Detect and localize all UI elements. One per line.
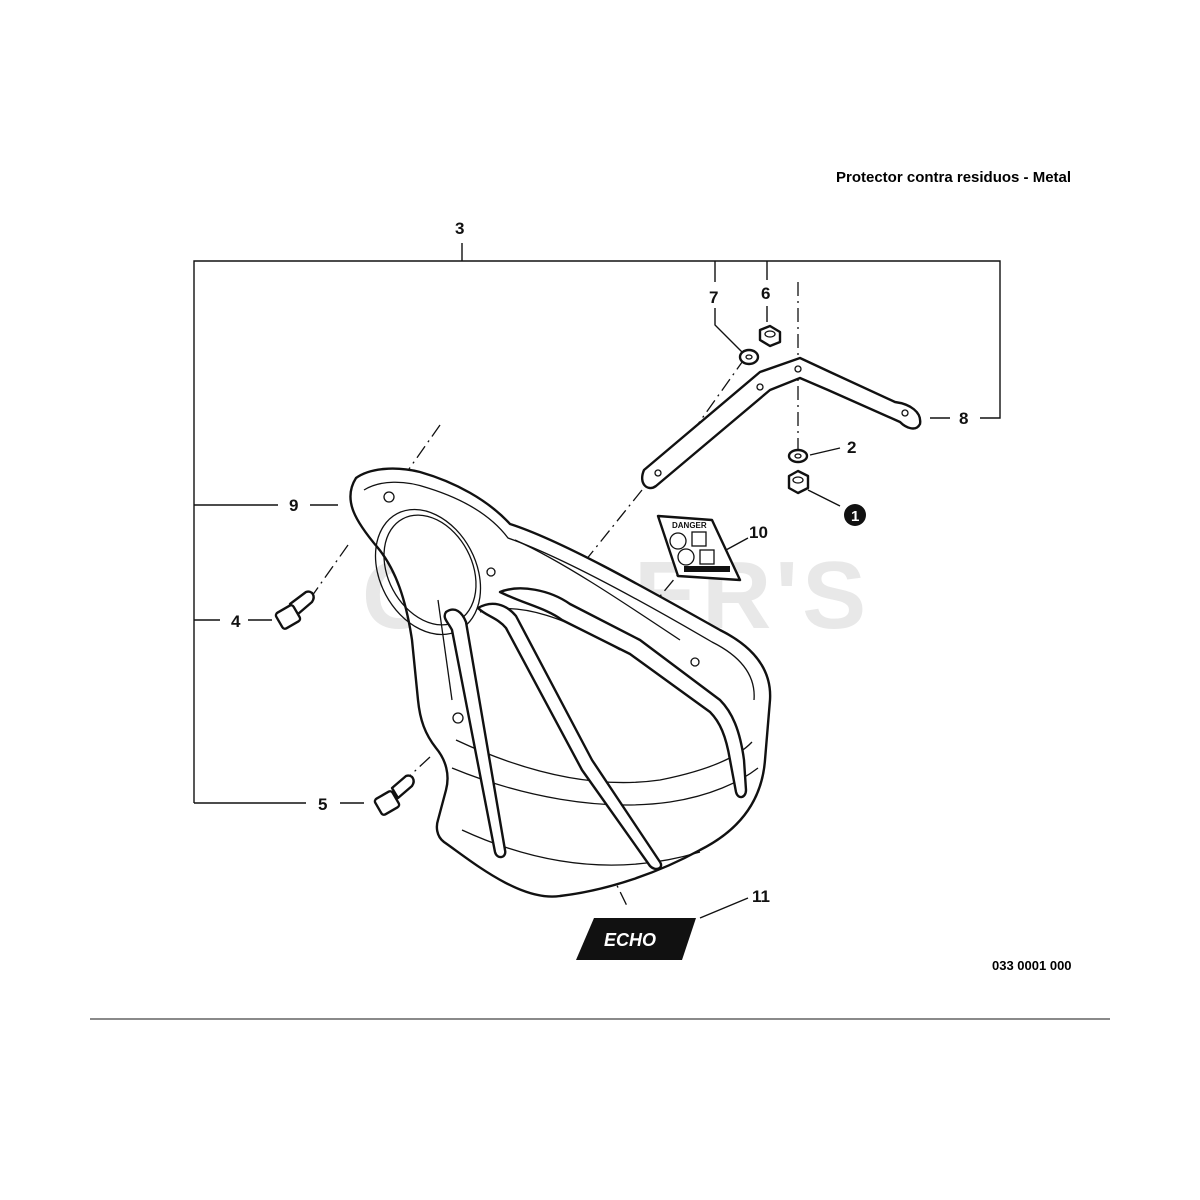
washer-part-2 bbox=[787, 448, 809, 464]
callout-4: 4 bbox=[231, 612, 241, 631]
page-header: Protector contra residuos - Metal bbox=[836, 167, 1126, 189]
callout-5: 5 bbox=[318, 795, 327, 814]
callout-7: 7 bbox=[709, 288, 718, 307]
echo-decal: ECHO bbox=[576, 918, 696, 960]
danger-decal: DANGER bbox=[656, 514, 742, 582]
nut-part-6 bbox=[758, 324, 782, 348]
callout-1-badge bbox=[844, 504, 866, 526]
callout-1: 1 bbox=[851, 508, 859, 525]
callout-2: 2 bbox=[847, 438, 856, 457]
callout-6: 6 bbox=[761, 284, 770, 303]
bolt-part-4 bbox=[274, 590, 315, 630]
callout-8: 8 bbox=[959, 409, 968, 428]
echo-decal-text: ECHO bbox=[604, 930, 656, 950]
danger-decal-heading: DANGER bbox=[672, 521, 707, 530]
debris-shield bbox=[349, 467, 772, 898]
washer-part-7 bbox=[738, 348, 760, 366]
callout-10: 10 bbox=[749, 523, 768, 542]
callout-9: 9 bbox=[289, 496, 298, 515]
assembly-bracket-lines bbox=[193, 243, 1001, 919]
nut-part-1 bbox=[787, 469, 810, 495]
mounting-bracket bbox=[641, 356, 922, 490]
bolt-part-5 bbox=[373, 774, 415, 816]
callout-11: 11 bbox=[752, 887, 770, 906]
header-title: Protector contra residuos - Metal bbox=[836, 169, 1072, 186]
drawing-number: 033 0001 000 bbox=[992, 958, 1072, 973]
wire-guard bbox=[443, 587, 748, 871]
callout-3: 3 bbox=[455, 219, 464, 238]
